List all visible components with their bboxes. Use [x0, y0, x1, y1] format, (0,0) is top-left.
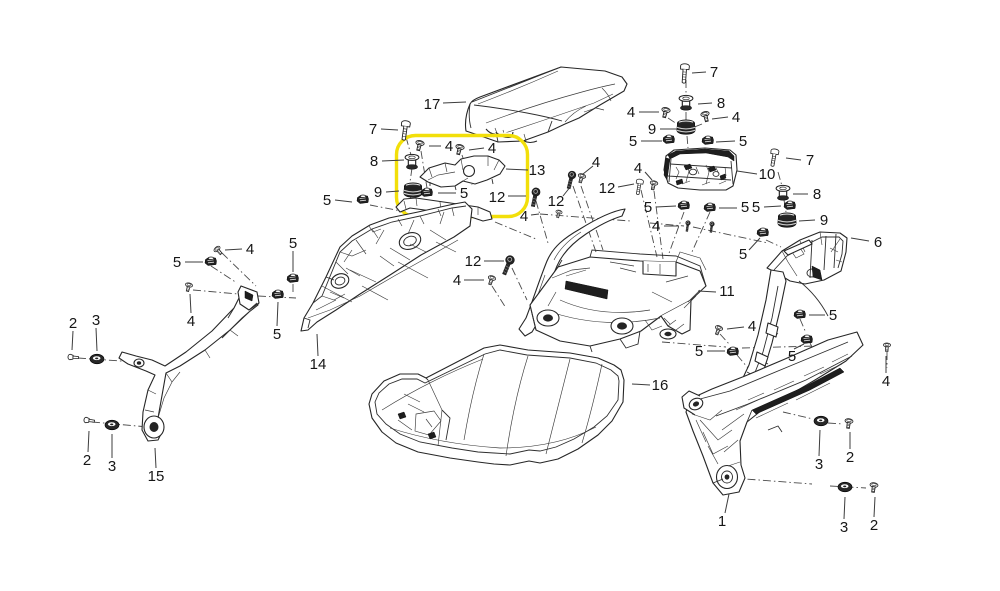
svg-text:3: 3: [815, 456, 823, 473]
svg-text:17: 17: [424, 96, 441, 113]
svg-text:8: 8: [813, 186, 821, 203]
svg-text:5: 5: [739, 133, 747, 150]
svg-text:4: 4: [592, 154, 600, 171]
svg-text:11: 11: [719, 283, 735, 300]
svg-text:9: 9: [820, 212, 828, 229]
svg-text:4: 4: [520, 208, 528, 225]
svg-text:13: 13: [529, 162, 546, 179]
svg-text:8: 8: [717, 95, 725, 112]
svg-text:2: 2: [83, 452, 91, 469]
svg-text:4: 4: [187, 313, 195, 330]
svg-text:5: 5: [739, 246, 747, 263]
svg-text:3: 3: [92, 312, 100, 329]
svg-text:5: 5: [273, 326, 281, 343]
svg-text:5: 5: [695, 343, 703, 360]
svg-text:14: 14: [310, 356, 327, 373]
svg-text:12: 12: [489, 189, 506, 206]
svg-text:9: 9: [648, 121, 656, 138]
svg-text:12: 12: [548, 193, 565, 210]
svg-text:2: 2: [870, 517, 878, 534]
svg-text:4: 4: [652, 218, 660, 235]
svg-text:3: 3: [840, 519, 848, 536]
svg-text:1: 1: [718, 513, 726, 530]
svg-text:5: 5: [829, 307, 837, 324]
svg-text:5: 5: [752, 199, 760, 216]
svg-text:5: 5: [788, 348, 796, 365]
svg-text:8: 8: [370, 153, 378, 170]
svg-text:5: 5: [173, 254, 181, 271]
svg-text:4: 4: [634, 160, 642, 177]
svg-text:10: 10: [759, 166, 776, 183]
svg-text:5: 5: [629, 133, 637, 150]
svg-text:4: 4: [732, 109, 740, 126]
svg-text:9: 9: [374, 184, 382, 201]
svg-text:4: 4: [627, 104, 635, 121]
svg-text:4: 4: [445, 138, 453, 155]
svg-text:4: 4: [246, 241, 254, 258]
svg-text:4: 4: [882, 373, 890, 390]
svg-text:6: 6: [874, 234, 882, 251]
svg-text:5: 5: [323, 192, 331, 209]
svg-text:4: 4: [488, 140, 496, 157]
svg-text:3: 3: [108, 458, 116, 475]
svg-text:12: 12: [599, 180, 616, 197]
svg-text:2: 2: [69, 315, 77, 332]
svg-text:12: 12: [465, 253, 482, 270]
svg-text:7: 7: [710, 64, 718, 81]
svg-text:4: 4: [453, 272, 461, 289]
svg-text:7: 7: [369, 121, 377, 138]
svg-text:15: 15: [148, 468, 165, 485]
svg-text:2: 2: [846, 449, 854, 466]
svg-text:4: 4: [748, 318, 756, 335]
svg-text:5: 5: [289, 235, 297, 252]
svg-text:16: 16: [652, 377, 669, 394]
svg-text:5: 5: [741, 199, 749, 216]
svg-text:7: 7: [806, 152, 814, 169]
svg-text:5: 5: [644, 199, 652, 216]
svg-text:5: 5: [460, 185, 468, 202]
